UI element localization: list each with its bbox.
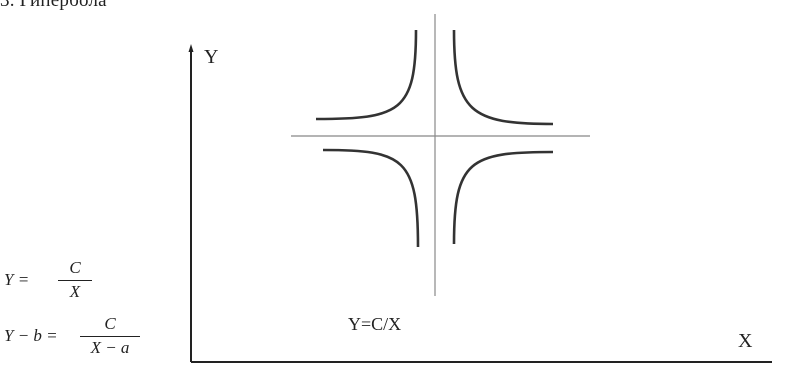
section-heading: 3. Гипербола xyxy=(0,0,107,11)
curve-equation-label: Y=C/X xyxy=(348,314,402,334)
y-axis-arrow xyxy=(188,44,194,52)
fraction-bar xyxy=(58,280,92,281)
formula-numerator: C xyxy=(104,314,116,333)
hyperbola-branch-upper-right xyxy=(452,29,554,126)
formula-numerator: C xyxy=(69,258,81,277)
fraction-bar xyxy=(80,336,140,337)
y-axis-label: Y xyxy=(204,46,219,68)
hyperbola-branch-lower-left xyxy=(322,148,420,248)
formula-denominator: X − a xyxy=(90,338,130,357)
x-axis-label: X xyxy=(738,330,753,352)
hyperbola-branch-upper-left xyxy=(315,29,418,121)
formula-denominator: X xyxy=(69,282,81,301)
hyperbola-branch-lower-right xyxy=(452,150,554,245)
formula-lhs: Y − b = xyxy=(4,326,58,345)
formula-lhs: Y = xyxy=(4,270,30,289)
